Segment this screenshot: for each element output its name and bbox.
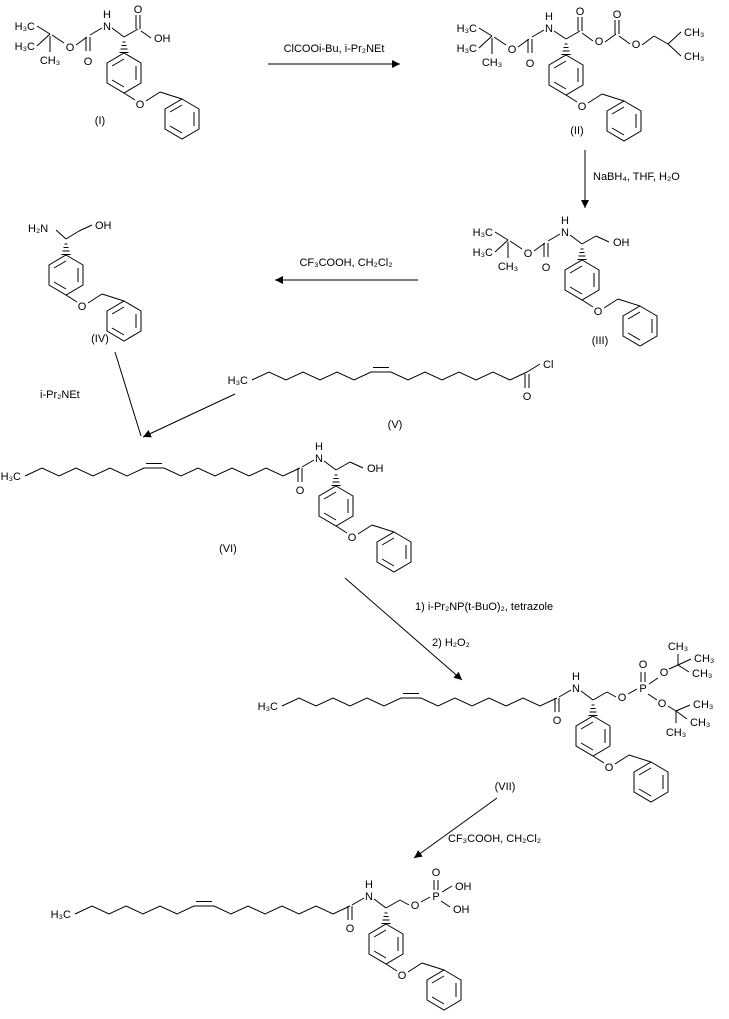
bonds — [569, 234, 610, 245]
reagent-step5a: 1) i-Pr₂NP(t-BuO)₂, tetrazole — [415, 601, 553, 613]
structure-iv: H₂N OH (IV) — [28, 220, 141, 345]
atom-label: CH₃ — [692, 668, 712, 680]
bonds — [111, 15, 152, 39]
arrow-step5: 1) i-Pr₂NP(t-BuO)₂, tetrazole 2) H₂O₂ — [344, 577, 553, 681]
arrow-step6: CF₃COOH, CH₂Cl₂ — [413, 797, 541, 859]
atom-label: O — [411, 900, 420, 912]
bonds — [55, 224, 93, 240]
structure-vii: O P O O CH₃ CH₃ CH₃ O CH₃ CH₃ CH₃ (VII) — [257, 641, 714, 802]
compound-label-i: (I) — [95, 115, 105, 127]
compound-label-iv: (IV) — [91, 333, 109, 345]
compound-label-ii: (II) — [570, 125, 583, 137]
arrow-step1: ClCOOi-Bu, i-Pr₂NEt — [268, 43, 400, 68]
atom-label: Cl — [543, 359, 553, 371]
atom-label: OH — [95, 220, 112, 232]
compound-label-vii: (VII) — [495, 781, 516, 793]
bonds — [524, 363, 541, 388]
atom-label: O — [595, 36, 604, 48]
atom-label: CH₃ — [668, 641, 688, 653]
atom-label: OH — [367, 463, 384, 475]
atom-label: O — [658, 698, 667, 710]
atom-label: O — [134, 4, 143, 16]
atom-label: CH₃ — [693, 699, 713, 711]
atom-label: O — [523, 391, 532, 403]
atom-label: O — [618, 692, 627, 704]
reagent-step5b: 2) H₂O₂ — [432, 637, 470, 649]
reagent-step3: CF₃COOH, CH₂Cl₂ — [299, 257, 392, 269]
bonds — [553, 17, 682, 57]
atom-label: OH — [613, 237, 630, 249]
atom-label: CH₃ — [684, 51, 704, 63]
atom-label: O — [639, 659, 648, 671]
atom-label: OH — [453, 904, 470, 916]
reagent-step1: ClCOOi-Bu, i-Pr₂NEt — [284, 43, 385, 55]
atom-label: OH — [455, 881, 472, 893]
atom-label: O — [632, 39, 641, 51]
atom-label: O — [576, 6, 585, 18]
structure-iii: OH (III) — [472, 214, 657, 347]
atom-label: P — [432, 891, 439, 903]
arrow-step2: NaBH₄, THF, H₂O — [581, 150, 680, 208]
compound-label-vi: (VI) — [219, 543, 237, 555]
bonds — [580, 654, 692, 723]
atom-label: O — [660, 667, 669, 679]
reagent-step2: NaBH₄, THF, H₂O — [593, 171, 680, 183]
bonds — [323, 460, 364, 471]
compound-label-v: (V) — [388, 419, 403, 431]
atom-label: O — [432, 867, 441, 879]
structure-final-product: O P O OH OH — [50, 867, 472, 1010]
atom-label: CH₃ — [684, 27, 704, 39]
reagent-step4: i-Pr₂NEt — [40, 389, 80, 401]
atom-label: O — [613, 9, 622, 21]
structure-i: O OH (I) — [14, 4, 199, 139]
bonds — [373, 880, 453, 909]
atom-label: H₂N — [28, 223, 48, 235]
atom-label: P — [639, 683, 646, 695]
atom-label: OH — [154, 33, 171, 45]
atom-label: CH₃ — [694, 653, 714, 665]
structure-vi: OH (VI) — [0, 440, 411, 572]
structure-v: Cl O (V) — [227, 359, 553, 431]
arrow-step4: i-Pr₂NEt — [40, 351, 236, 438]
atom-label: CH₃ — [666, 727, 686, 739]
reagent-step6: CF₃COOH, CH₂Cl₂ — [448, 833, 541, 845]
structure-ii: O O O O CH₃ CH₃ (II) — [456, 6, 704, 141]
arrow-step3: CF₃COOH, CH₂Cl₂ — [275, 257, 418, 284]
compound-label-iii: (III) — [592, 335, 609, 347]
atom-label: CH₃ — [690, 717, 710, 729]
